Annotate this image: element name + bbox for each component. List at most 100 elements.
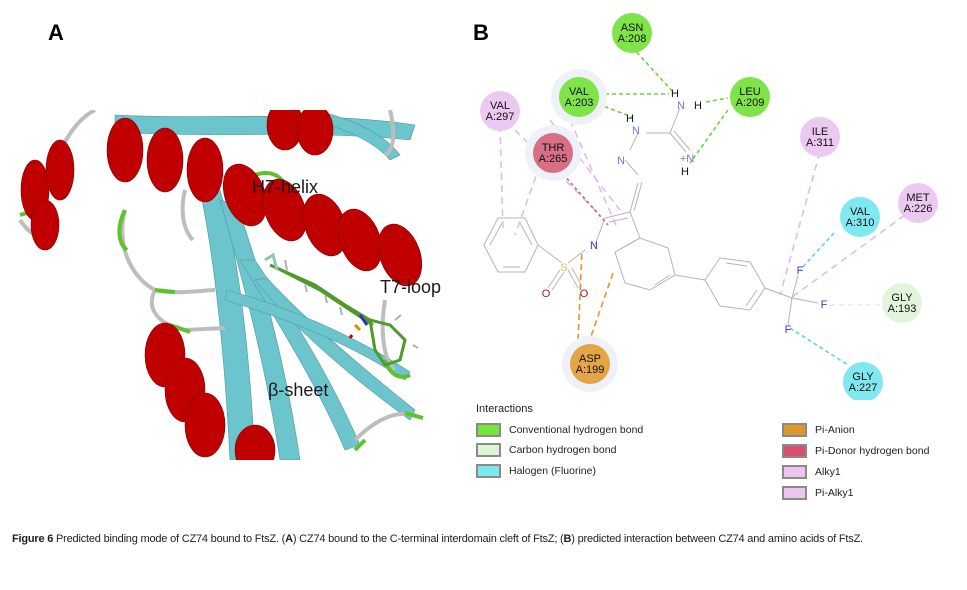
legend-label: Alky1	[815, 466, 841, 478]
legend-swatch	[782, 423, 807, 437]
caption-text: Predicted binding mode of CZ74 bound to …	[53, 533, 286, 545]
residue-name: VAL	[569, 86, 589, 98]
t7-loop-label: T7-loop	[380, 277, 442, 297]
residue-circle	[612, 13, 652, 53]
legend-swatch	[476, 443, 501, 457]
figure-number: Figure 6	[12, 533, 54, 545]
residue-circle	[800, 117, 840, 157]
atom-s: S	[560, 262, 567, 274]
residue-name: LEU	[739, 86, 760, 98]
residue-number: A:311	[806, 137, 834, 149]
residue-number: A:227	[849, 382, 878, 394]
residue-name: MET	[906, 192, 930, 204]
legend-label: Pi-Donor hydrogen bond	[815, 445, 930, 457]
atom-h4: H	[681, 166, 689, 178]
legend-item-pi-anion: Pi-Anion	[782, 423, 855, 437]
residue-name: ASP	[579, 353, 601, 365]
legend-label: Pi-Alky1	[815, 487, 854, 499]
residue-circle	[570, 344, 610, 384]
residue-number: A:226	[904, 203, 933, 215]
residue-name: VAL	[850, 206, 870, 218]
atom-n-amine: N	[677, 100, 685, 112]
legend-swatch	[476, 464, 501, 478]
legend-item-conventional-hbond: Conventional hydrogen bond	[476, 423, 643, 437]
panel-a-label: A	[48, 20, 64, 45]
atom-o2: O	[580, 288, 589, 300]
legend-swatch	[782, 444, 807, 458]
residue-circle	[882, 283, 922, 323]
residue-circle	[840, 197, 880, 237]
ligand-cz74	[264, 252, 407, 367]
legend-swatch	[782, 486, 807, 500]
atom-n-plus: +N	[680, 153, 694, 165]
atom-f1: F	[797, 265, 804, 277]
residue-number: A:203	[565, 97, 594, 109]
protein-structure-view	[15, 110, 470, 460]
residue-name: THR	[542, 142, 565, 154]
residue-name: ASN	[621, 22, 644, 34]
ligand-skeleton	[483, 107, 819, 326]
legend-item-alkyl: Alky1	[782, 465, 841, 479]
residue-circle	[533, 133, 573, 173]
legend-title: Interactions	[476, 403, 533, 415]
h7-helix-label: H7-helix	[252, 177, 319, 197]
atom-h2: H	[671, 88, 679, 100]
residue-number: A:310	[846, 217, 875, 229]
interaction-diagram-svg: N S O O N N H N H H +N H F F F ASNA:208V…	[480, 13, 938, 400]
atom-h1: H	[626, 113, 634, 125]
caption-text: ) predicted interaction between CZ74 and…	[571, 533, 863, 545]
residue-name: ILE	[812, 126, 829, 138]
caption-panel-a-ref: A	[285, 533, 293, 545]
legend-swatch	[476, 423, 501, 437]
residue-name: GLY	[852, 371, 874, 383]
legend-item-pi-donor-hbond: Pi-Donor hydrogen bond	[782, 444, 929, 458]
alpha-helix	[20, 110, 423, 460]
legend-item-carbon-hbond: Carbon hydrogen bond	[476, 443, 616, 457]
figure-caption: Figure 6 Predicted binding mode of CZ74 …	[12, 530, 962, 549]
residue-circle	[559, 77, 599, 117]
residue-number: A:208	[618, 33, 647, 45]
legend-swatch	[782, 465, 807, 479]
atom-labels: N S O O N N H N H H +N H F F F	[542, 88, 828, 336]
atom-h3: H	[694, 100, 702, 112]
residue-circle	[898, 183, 938, 223]
legend-label: Carbon hydrogen bond	[509, 444, 617, 456]
atom-n-imine: N	[617, 155, 625, 167]
atom-f3: F	[785, 324, 792, 336]
residue-number: A:297	[486, 111, 515, 123]
legend-item-halogen: Halogen (Fluorine)	[476, 464, 596, 478]
residue-number: A:209	[736, 97, 765, 109]
legend-label: Conventional hydrogen bond	[509, 424, 644, 436]
protein-ribbon-svg	[18, 110, 424, 460]
residue-circle	[480, 91, 520, 131]
atom-o1: O	[542, 288, 551, 300]
residue-name: VAL	[490, 100, 510, 112]
residue-number: A:193	[888, 303, 917, 315]
residue-number: A:199	[576, 364, 605, 376]
legend-item-pi-alkyl: Pi-Alky1	[782, 486, 854, 500]
legend-label: Halogen (Fluorine)	[509, 465, 596, 477]
atom-n-indole: N	[590, 240, 598, 252]
atom-f2: F	[821, 299, 828, 311]
residue-number: A:265	[539, 153, 568, 165]
interactions-legend: Interactions Conventional hydrogen bond …	[476, 403, 956, 508]
caption-text: ) CZ74 bound to the C-terminal interdoma…	[292, 533, 564, 545]
residues: ASNA:208VALA:203LEUA:209VALA:297THRA:265…	[480, 13, 938, 400]
atom-n-hydrazine: N	[632, 125, 640, 137]
legend-label: Pi-Anion	[815, 424, 855, 436]
caption-panel-b-ref: B	[563, 533, 572, 545]
residue-circle	[730, 77, 770, 117]
ligand-hydrogens	[284, 259, 419, 349]
